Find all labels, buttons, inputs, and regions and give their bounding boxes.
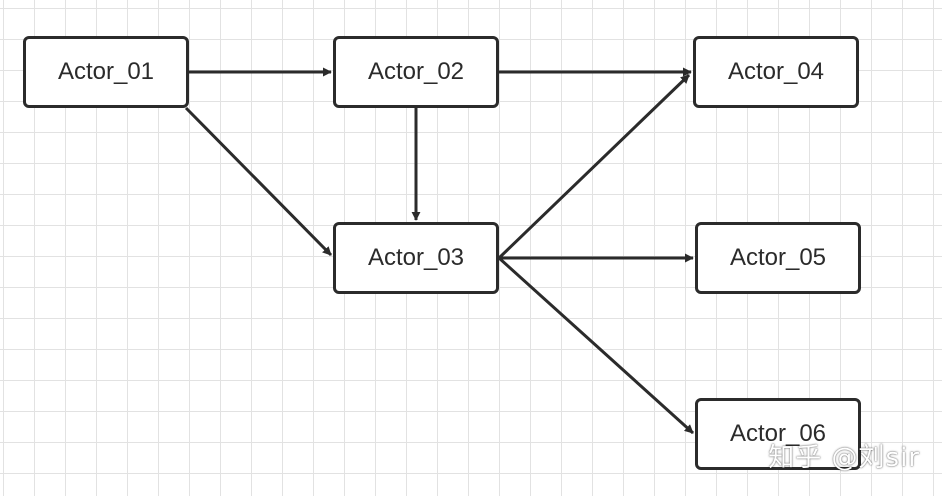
node-actor-02: Actor_02 <box>333 36 499 108</box>
edge-actor-03-to-actor-06 <box>497 256 695 435</box>
node-actor-06: Actor_06 <box>695 398 861 470</box>
edge-actor-01-to-actor-03 <box>184 106 333 257</box>
watermark-text: 知乎 @刘sir <box>768 443 920 473</box>
node-actor-01: Actor_01 <box>23 36 189 108</box>
node-actor-03: Actor_03 <box>333 222 499 294</box>
node-actor-04: Actor_04 <box>693 36 859 108</box>
node-actor-05: Actor_05 <box>695 222 861 294</box>
edge-actor-03-to-actor-04 <box>497 73 691 260</box>
